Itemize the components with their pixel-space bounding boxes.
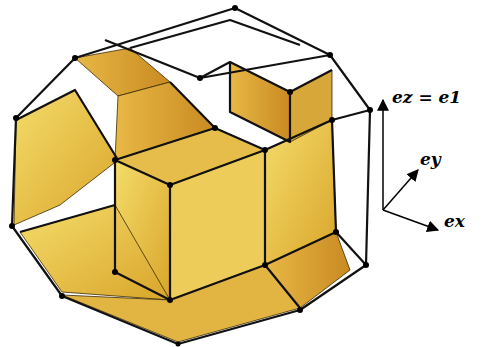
wireframe-edges	[12, 8, 370, 344]
axis-label: ex	[444, 212, 465, 231]
axis-label: ez = e1	[392, 88, 461, 107]
axis-label: ey	[420, 150, 441, 169]
vertex-dots	[9, 5, 373, 347]
